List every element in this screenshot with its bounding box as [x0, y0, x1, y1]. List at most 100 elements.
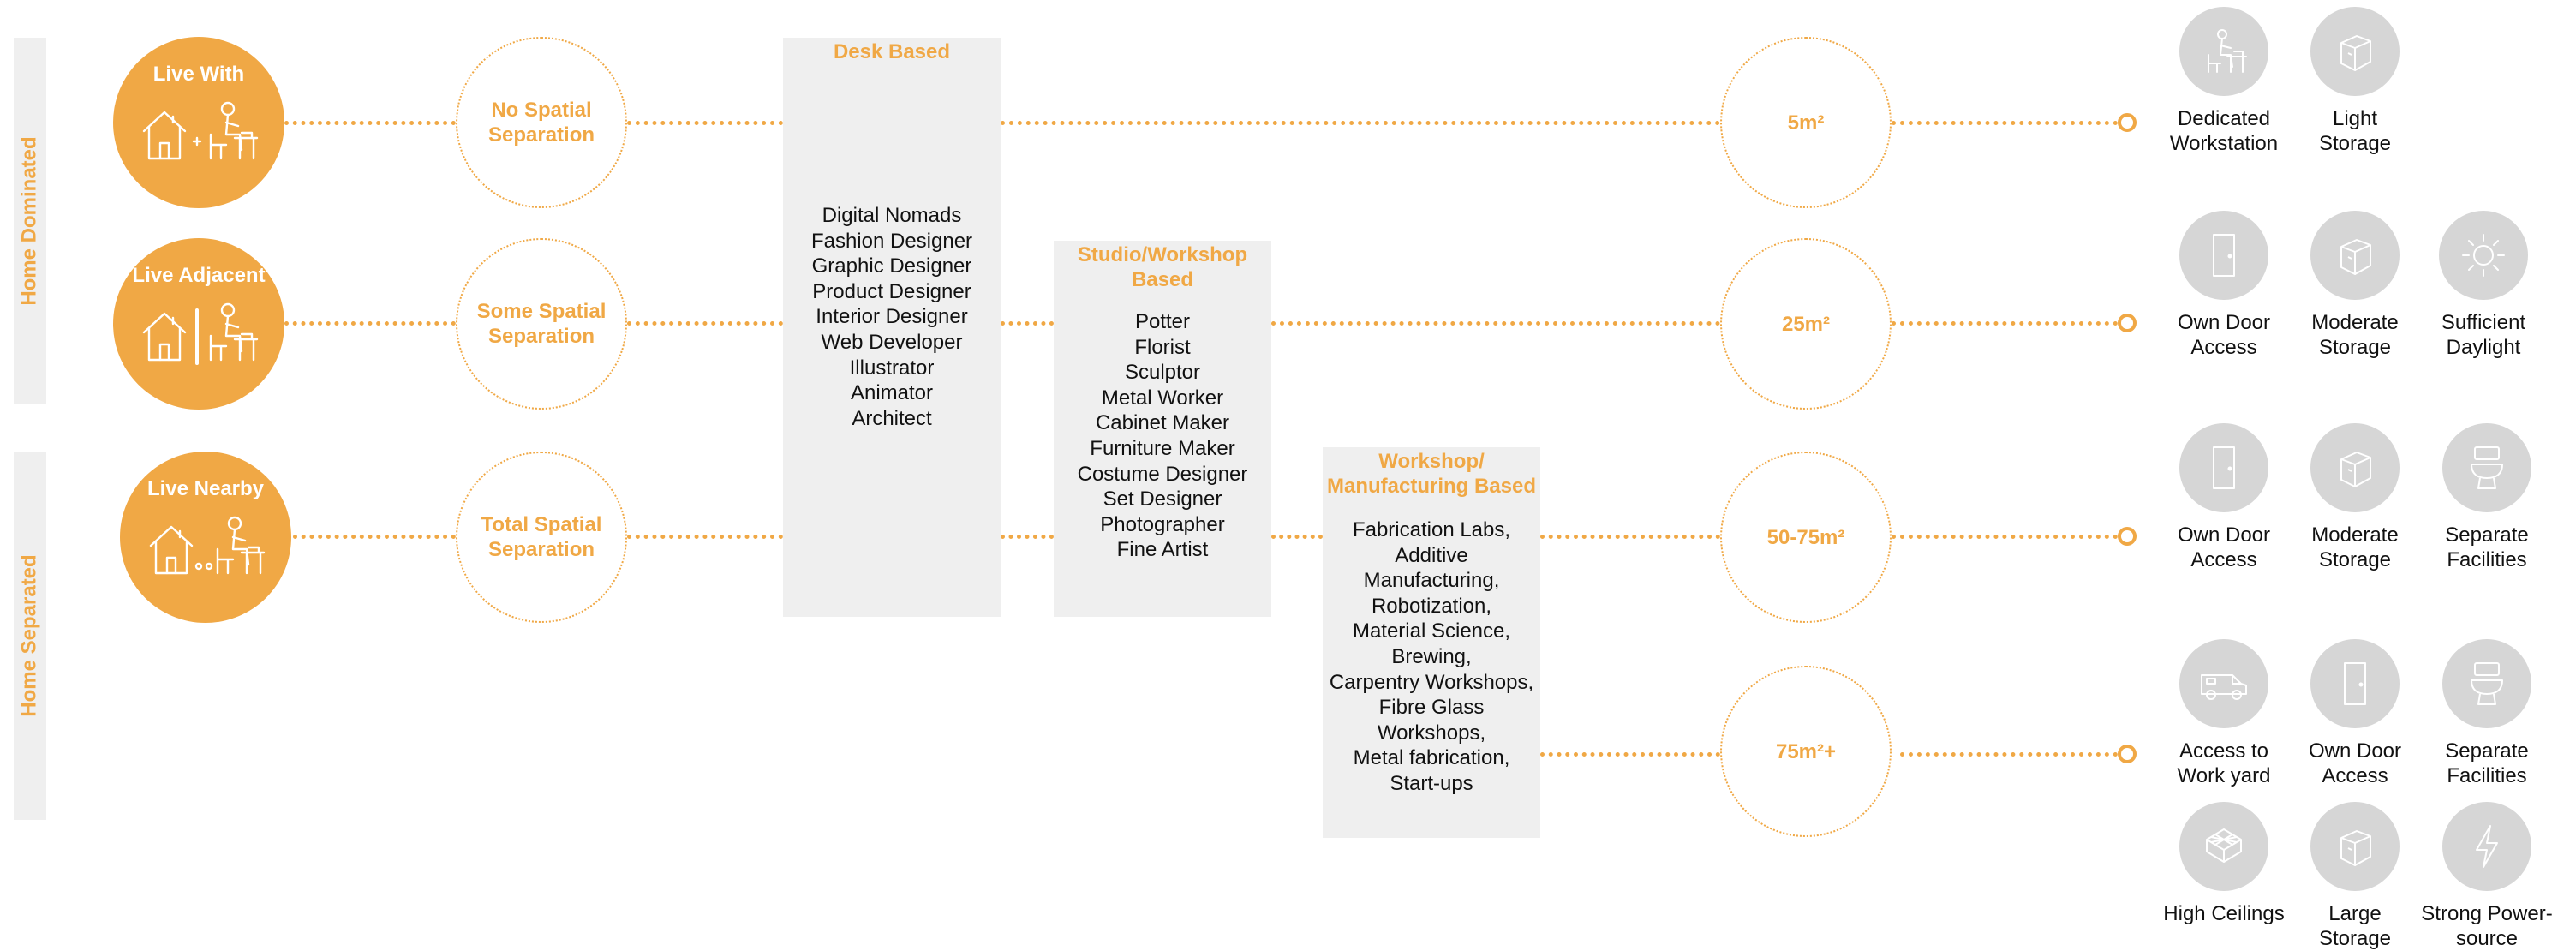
amenity-label: Dedicated: [2177, 107, 2271, 130]
amenity-own-door-access: Own Door Access: [2286, 639, 2424, 788]
live-nearby-circle: Live Nearby: [120, 452, 291, 623]
occupation-item: Set Designer: [1103, 487, 1222, 511]
high-ceiling-icon: [2206, 828, 2242, 863]
amenity-label: Storage: [2318, 927, 2392, 950]
connector: [284, 321, 456, 326]
amenity-label: Large: [2328, 902, 2382, 925]
door-icon: [2213, 446, 2235, 489]
home-dominated-band: Home Dominated: [14, 38, 46, 404]
occupation-item: Additive: [1395, 543, 1468, 567]
amenity-label: Access: [2322, 764, 2388, 787]
separation-label: Separation: [487, 325, 595, 348]
toilet-icon: [2471, 662, 2503, 705]
separation-label: No Spatial: [491, 99, 592, 122]
row-end-marker: [2118, 745, 2137, 763]
amenity-label: Storage: [2318, 548, 2392, 571]
house-path-desk-worker-icon: [149, 516, 266, 575]
amenity-label: Separate: [2445, 739, 2529, 763]
size-label: 75m²+: [1775, 739, 1837, 763]
amenity-sufficient-daylight: Sufficient Daylight: [2415, 211, 2552, 360]
manufacturing-title: Workshop/: [1378, 450, 1485, 473]
home-separated-label: Home Separated: [18, 554, 41, 717]
amenity-strong-power-source: Strong Power- source: [2418, 802, 2555, 951]
size-75m2-plus-ring: 75m²+: [1720, 666, 1892, 837]
occupation-item: Digital Nomads: [822, 204, 962, 227]
occupation-item: Furniture Maker: [1090, 436, 1235, 460]
occupation-item: Metal Worker: [1101, 386, 1224, 410]
live-with-title: Live With: [152, 63, 245, 86]
amenity-label: Moderate: [2311, 523, 2399, 547]
studio-workshop-title: Studio/Workshop: [1077, 243, 1248, 266]
connector: [1271, 535, 1323, 539]
separation-label: Separation: [487, 538, 595, 561]
connector: [1540, 752, 1720, 757]
amenity-dedicated-workstation: Dedicated Workstation: [2155, 7, 2292, 156]
connector: [293, 535, 456, 539]
occupation-item: Web Developer: [821, 330, 963, 354]
amenity-label: Access: [2190, 336, 2257, 359]
amenity-label: Moderate: [2311, 311, 2399, 334]
amenity-own-door-access: Own Door Access: [2155, 423, 2292, 572]
occupation-item: Product Designer: [812, 279, 971, 303]
connector: [1892, 321, 2126, 326]
sun-icon: [2462, 234, 2505, 277]
connector: [627, 321, 783, 326]
connector: [1892, 121, 2126, 125]
occupation-item: Robotization,: [1371, 594, 1492, 618]
occupation-item: Fibre Glass: [1378, 696, 1485, 720]
connector: [284, 121, 456, 125]
amenity-label: Light: [2332, 107, 2378, 130]
amenity-large-storage: Large Storage: [2286, 802, 2424, 951]
storage-box-icon: [2340, 239, 2371, 275]
house-plus-desk-worker-icon: [142, 101, 259, 160]
amenity-light-storage: Light Storage: [2286, 7, 2424, 156]
size-50-75m2-ring: 50-75m²: [1720, 452, 1892, 623]
home-separated-band: Home Separated: [14, 452, 46, 820]
size-label: 50-75m²: [1766, 525, 1845, 549]
size-5m2-ring: 5m²: [1720, 37, 1892, 208]
live-adjacent-title: Live Adjacent: [132, 264, 266, 287]
door-icon: [2213, 234, 2235, 277]
amenity-access-to-work-yard: Access to Work yard: [2155, 639, 2292, 788]
live-adjacent-circle: Live Adjacent: [113, 238, 284, 410]
desk-based-box: Desk Based Digital Nomads Fashion Design…: [783, 38, 1001, 617]
manufacturing-based-box: Workshop/ Manufacturing Based Fabricatio…: [1323, 447, 1540, 838]
occupation-item: Fashion Designer: [810, 229, 973, 253]
home-dominated-label: Home Dominated: [18, 136, 42, 306]
occupation-item: Potter: [1134, 310, 1191, 333]
occupation-item: Sculptor: [1124, 361, 1201, 385]
amenity-label: Separate: [2445, 523, 2529, 547]
size-label: 25m²: [1781, 312, 1831, 336]
live-nearby-title: Live Nearby: [146, 477, 265, 500]
amenity-label: Work yard: [2177, 764, 2271, 787]
occupation-item: Metal fabrication,: [1353, 746, 1510, 770]
connector: [1892, 535, 2126, 539]
amenity-label: Own Door: [2177, 311, 2271, 334]
amenity-label: source: [2455, 927, 2519, 950]
occupation-item: Fine Artist: [1116, 538, 1209, 562]
connector: [627, 535, 783, 539]
studio-workshop-box: Studio/Workshop Based Potter Florist Scu…: [1054, 241, 1271, 617]
size-25m2-ring: 25m²: [1720, 238, 1892, 410]
amenity-moderate-storage: Moderate Storage: [2286, 211, 2424, 360]
amenity-label: Own Door: [2308, 739, 2402, 763]
amenity-label: Access: [2190, 548, 2257, 571]
occupation-item: Fabrication Labs,: [1352, 518, 1511, 541]
amenity-label: Sufficient: [2441, 311, 2526, 334]
storage-box-icon: [2340, 830, 2371, 866]
connector: [1001, 321, 1054, 326]
studio-workshop-title: Based: [1131, 268, 1194, 291]
live-with-circle: Live With: [113, 37, 284, 208]
connector: [1900, 752, 2126, 757]
manufacturing-title: Manufacturing Based: [1326, 475, 1537, 498]
amenity-label: Storage: [2318, 336, 2392, 359]
occupation-item: Brewing,: [1391, 644, 1472, 668]
occupation-item: Start-ups: [1390, 771, 1473, 795]
connector: [1271, 321, 1720, 326]
amenity-separate-facilities: Separate Facilities: [2418, 423, 2555, 572]
amenity-label: High Ceilings: [2163, 902, 2285, 925]
occupation-item: Interior Designer: [816, 305, 968, 329]
